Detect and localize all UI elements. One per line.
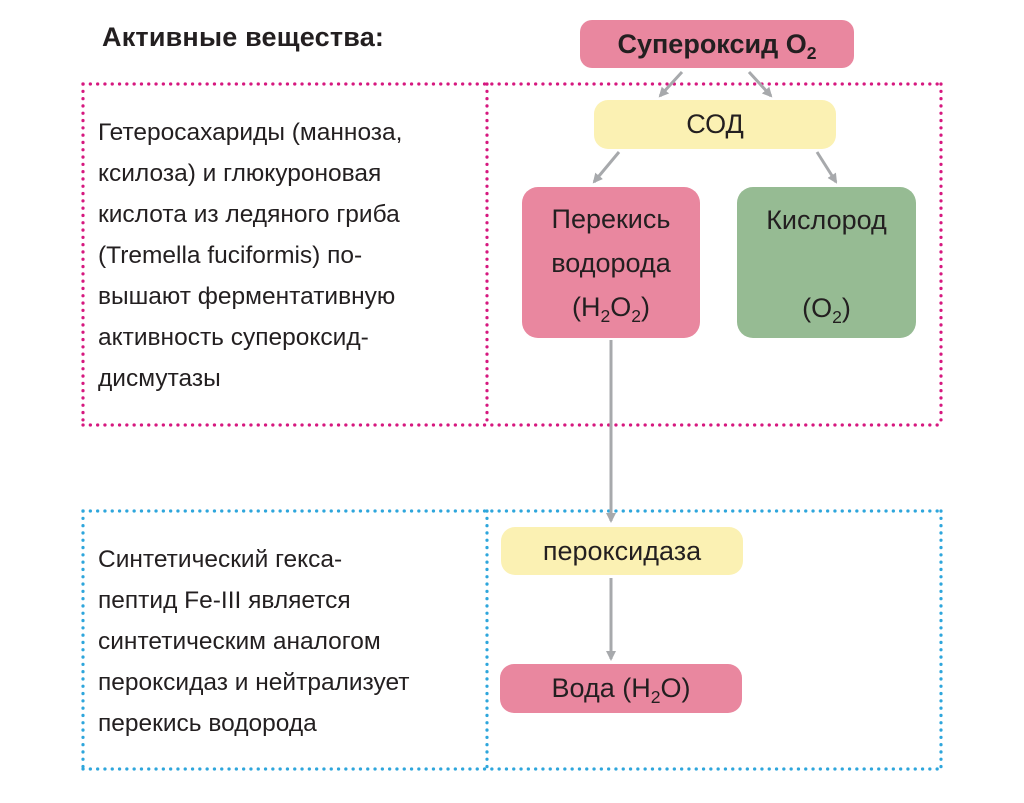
arrow-sod-to-peroxide (592, 151, 621, 184)
description-line: пептид Fe-III является (98, 587, 351, 614)
superoxide-label: Супероксид O2 (617, 28, 817, 63)
hexapeptide-description: Синтетический гекса- пептид Fe-III являе… (98, 539, 410, 744)
hydrogen-peroxide-box: Перекись водорода (H2O2) (522, 187, 700, 338)
top-dotted-frame (81, 82, 943, 427)
peroxide-line-1: Перекись (551, 203, 671, 234)
description-line: Гетеросахариды (манноза, (98, 119, 403, 146)
peroxidase-label: пероксидаза (542, 535, 702, 566)
superoxide-box: Супероксид O2 (580, 20, 854, 68)
water-label: Вода (H2O) (551, 673, 691, 708)
bottom-dotted-frame (81, 509, 943, 771)
description-line: дисмутазы (98, 365, 221, 392)
description-line: перекись водорода (98, 710, 317, 737)
peroxide-formula: (H2O2) (571, 291, 651, 326)
peroxidase-box: пероксидаза (501, 527, 743, 575)
description-line: (Tremella fuciformis) по- (98, 242, 363, 269)
description-line: синтетическим аналогом (98, 628, 381, 655)
active-substances-heading: Активные вещества: (102, 22, 385, 52)
oxygen-box: Кислород (O2) (737, 187, 916, 338)
peroxide-line-2: водорода (551, 247, 671, 278)
arrow-superoxide-to-sod-left (658, 70, 684, 98)
description-line: пероксидаз и нейтрализует (98, 669, 410, 696)
description-line: вышают ферментативную (98, 283, 396, 310)
description-line: ксилоза) и глюкуроновая (98, 160, 382, 187)
sod-box: СОД (594, 100, 836, 149)
oxygen-formula: (O2) (802, 293, 851, 328)
arrow-sod-to-oxygen (815, 151, 838, 184)
heterosaccharides-description: Гетеросахариды (манноза, ксилоза) и глюк… (98, 112, 402, 399)
oxygen-label: Кислород (766, 205, 887, 235)
water-box: Вода (H2O) (500, 664, 742, 713)
description-line: активность супероксид- (98, 324, 369, 351)
sod-label: СОД (686, 109, 744, 139)
description-line: Синтетический гекса- (98, 546, 343, 573)
arrow-superoxide-to-sod-right (747, 70, 773, 98)
description-line: кислота из ледяного гриба (98, 201, 400, 228)
